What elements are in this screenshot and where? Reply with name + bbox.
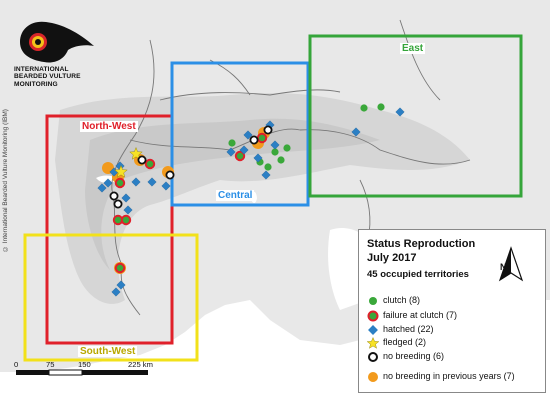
territory-marker-hatched [131, 177, 141, 187]
previous-years-symbol-icon [368, 372, 378, 382]
territory-marker-clutch [271, 148, 279, 156]
legend-subtitle: 45 occupied territories [367, 269, 469, 280]
alps-relief-highlight [85, 118, 380, 271]
legend-date: July 2017 [367, 252, 417, 264]
territory-marker-fail [144, 158, 156, 170]
territory-marker-hatched [116, 280, 126, 290]
legend-item: failure at clutch (7) [383, 310, 458, 320]
no-breeding-ring-icon [368, 352, 378, 362]
border-line [399, 19, 441, 101]
hatched-symbol-icon [368, 325, 378, 335]
north-letter: N [500, 262, 507, 272]
territory-marker-fledged [129, 146, 143, 160]
territory-marker-clutch [264, 163, 272, 171]
vulture-head-icon [20, 21, 94, 63]
region-label-central: Central [216, 190, 255, 201]
territory-marker-hatched [253, 153, 263, 163]
territory-marker-hatched [243, 130, 253, 140]
copyright-notice: © International Bearded Vulture Monitori… [2, 109, 9, 252]
legend-title: Status Reproduction [367, 238, 476, 250]
region-box-north-west [45, 114, 174, 345]
border-line [111, 39, 155, 316]
territory-marker-clutch [377, 103, 385, 111]
territory-marker-hatched [161, 181, 171, 191]
legend-item: hatched (22) [383, 324, 434, 334]
territory-marker-hatched [97, 183, 107, 193]
scale-tick-label: 0 [14, 360, 19, 369]
region-box-east [308, 34, 523, 198]
territory-marker-clutch [360, 104, 368, 112]
scale-tick-label: 150 [78, 360, 91, 369]
territory-marker-hatched [261, 170, 271, 180]
territory-marker-none [137, 155, 147, 165]
logo-text: INTERNATIONAL BEARDED VULTURE MONITORING [14, 66, 81, 88]
region-label-north-west: North-West [80, 121, 138, 132]
territory-marker-clutch [283, 144, 291, 152]
legend-item: clutch (8) [383, 295, 421, 305]
territory-marker-hatched [123, 205, 133, 215]
scale-bar [16, 369, 148, 376]
territory-marker-hatched [351, 127, 361, 137]
territory-marker-hatched [270, 140, 280, 150]
territory-marker-none [263, 125, 273, 135]
legend-box: Status Reproduction July 2017 45 occupie… [358, 229, 546, 393]
territory-marker-clutch [228, 139, 236, 147]
territory-marker-fail [256, 132, 268, 144]
region-label-south-west: South-West [78, 346, 138, 357]
territory-marker-hatched [395, 107, 405, 117]
territory-markers [97, 103, 405, 297]
territory-marker-fledged [114, 164, 128, 178]
territory-marker-none [165, 170, 175, 180]
territory-marker-none [113, 199, 123, 209]
region-label-east: East [400, 43, 426, 54]
legend-item: no breeding in previous years (7) [383, 371, 515, 381]
region-box-south-west [23, 233, 199, 362]
territory-marker-hatched [121, 193, 131, 203]
border-line [159, 89, 341, 101]
scale-tick-label: 75 [46, 360, 55, 369]
territory-marker-fail [234, 150, 246, 162]
fledged-star-icon [367, 337, 379, 349]
territory-marker-hatched [103, 178, 113, 188]
legend-item: no breeding (6) [383, 351, 445, 361]
territory-marker-hatched [239, 145, 249, 155]
ibm-logo [20, 21, 94, 63]
border-line [299, 129, 471, 165]
territory-marker-none [249, 135, 259, 145]
territory-marker-clutch [277, 156, 285, 164]
territory-marker-fail [114, 262, 126, 274]
territory-marker-hatched [111, 287, 121, 297]
clutch-symbol-icon [369, 297, 377, 305]
territory-marker-hatched [226, 147, 236, 157]
legend-item: fledged (2) [383, 337, 427, 347]
territory-marker-fail [120, 214, 132, 226]
north-arrow-icon [498, 246, 524, 282]
scale-tick-label: 225 km [128, 360, 153, 369]
failure-at-clutch-symbol-icon [367, 310, 379, 322]
territory-marker-hatched [147, 177, 157, 187]
region-box-central [170, 61, 310, 207]
territory-marker-none [109, 191, 119, 201]
territory-marker-fail [114, 177, 126, 189]
